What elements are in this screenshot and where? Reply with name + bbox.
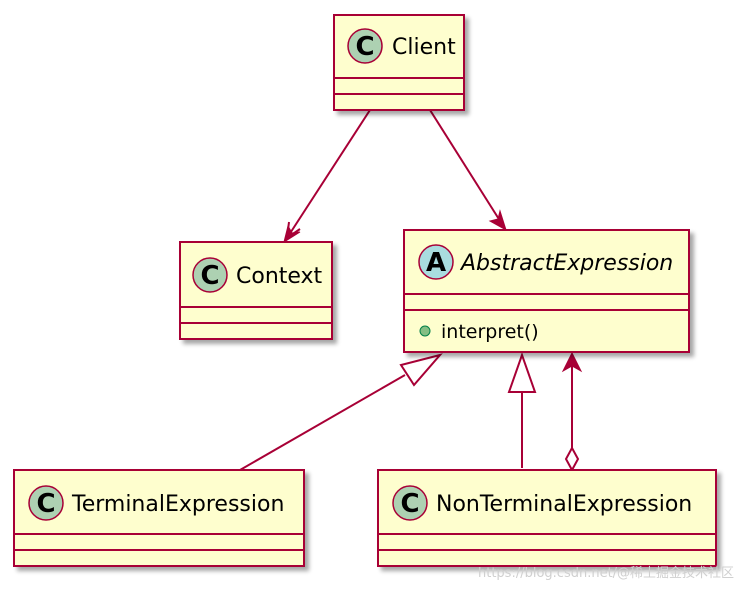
class-terminal-expression[interactable]: C TerminalExpression <box>13 469 305 567</box>
class-name-context: Context <box>236 264 323 289</box>
arrowhead-fill <box>283 224 301 244</box>
class-box <box>403 229 690 353</box>
relation-client-context <box>283 109 371 244</box>
relation-nonterminal-aggregation <box>561 351 583 473</box>
relation-client-abstract-expression <box>429 109 507 232</box>
class-name-nonterminal-expression: NonTerminalExpression <box>436 492 692 517</box>
stereotype-letter: C <box>355 32 374 62</box>
generalization-line <box>239 374 406 471</box>
relation-terminal-generalization <box>239 353 443 471</box>
association-line <box>429 109 503 225</box>
hollow-triangle <box>507 351 537 393</box>
class-stereotype-icon <box>347 28 383 64</box>
stereotype-letter: C <box>36 489 55 519</box>
class-name-terminal-expression: TerminalExpression <box>71 492 284 517</box>
class-box <box>377 469 717 567</box>
class-context[interactable]: C Context <box>179 241 333 340</box>
relation-nonterminal-generalization <box>507 351 537 468</box>
class-box <box>333 14 465 111</box>
method-interpret: interpret() <box>441 321 539 343</box>
stereotype-letter: C <box>200 261 219 291</box>
public-method-icon <box>419 325 431 337</box>
stereotype-letter: C <box>400 489 419 519</box>
class-nonterminal-expression[interactable]: C NonTerminalExpression <box>377 469 717 567</box>
class-name-client: Client <box>392 35 456 60</box>
hollow-diamond <box>564 445 580 473</box>
stereotype-letter: A <box>426 248 446 278</box>
class-client[interactable]: C Client <box>333 14 465 111</box>
class-abstract-expression[interactable]: A AbstractExpression interpret() <box>403 229 690 353</box>
abstract-stereotype-icon <box>418 244 454 280</box>
class-box <box>13 469 305 567</box>
arrowhead-fill <box>488 209 507 232</box>
class-stereotype-icon <box>28 485 64 521</box>
class-name-abstract-expression: AbstractExpression <box>459 251 673 276</box>
watermark-text: https://blog.csdn.net/@稀土掘金技术社区 <box>478 566 735 581</box>
aggregation-arrowhead <box>561 351 583 373</box>
association-line <box>286 109 371 239</box>
class-stereotype-icon <box>392 485 428 521</box>
hollow-triangle <box>399 353 443 387</box>
class-stereotype-icon <box>192 257 228 293</box>
